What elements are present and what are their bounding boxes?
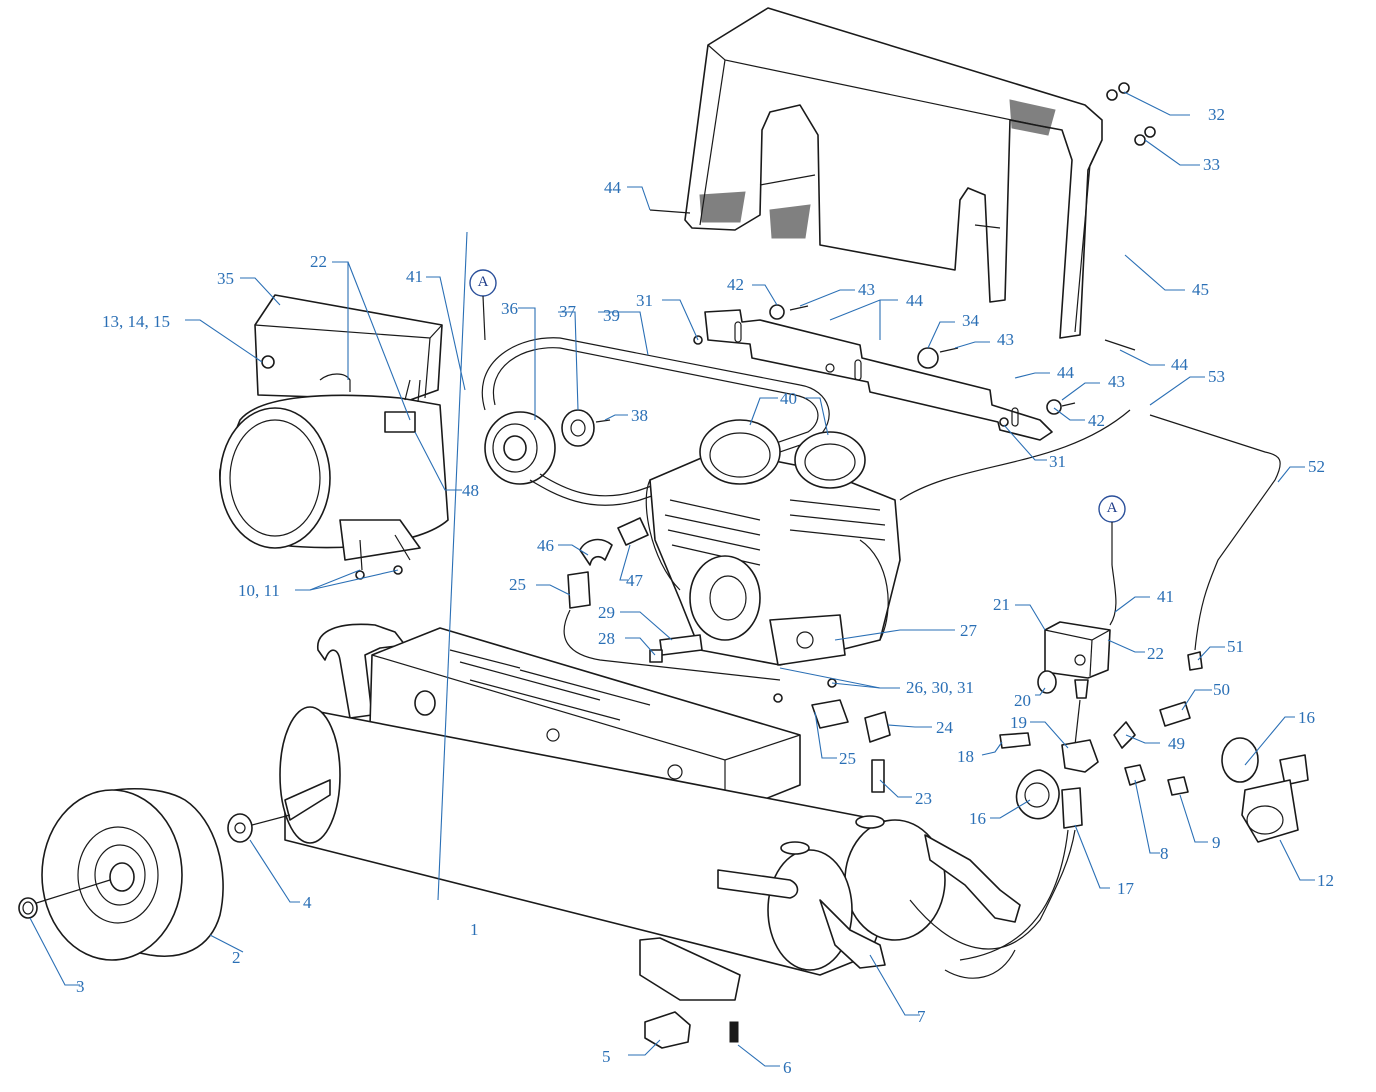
callout-46: 46	[537, 536, 554, 555]
callout-52: 52	[1308, 457, 1325, 476]
callout-24: 24	[936, 718, 953, 737]
callout-44-right: 44	[1171, 355, 1188, 374]
electric-motor	[219, 294, 449, 580]
callout-23: 23	[915, 789, 932, 808]
callout-2: 2	[232, 948, 241, 967]
connector-a-label-switch: A	[1106, 500, 1118, 516]
callout-43-mid: 43	[997, 330, 1014, 349]
motor-pulley	[484, 409, 611, 485]
tank-shroud	[317, 623, 801, 816]
callout-42-left: 42	[727, 275, 744, 294]
callout-44-bracket: 44	[906, 291, 923, 310]
callout-44-guard: 44	[604, 178, 621, 197]
leader-lines	[29, 91, 1315, 1067]
callout-37: 37	[559, 302, 576, 321]
callout-40: 40	[780, 389, 797, 408]
callout-25-tank: 25	[839, 749, 856, 768]
callout-31-left: 31	[636, 291, 653, 310]
callout-35: 35	[217, 269, 234, 288]
pressure-switch-assembly	[959, 414, 1281, 961]
connector-a-label-motor: A	[477, 274, 489, 290]
drain-parts	[644, 699, 891, 1049]
callout-29: 29	[598, 603, 615, 622]
callout-45: 45	[1192, 280, 1209, 299]
callout-47: 47	[626, 571, 643, 590]
callout-36: 36	[501, 299, 518, 318]
callout-25-pump: 25	[509, 575, 526, 594]
callout-41-switch: 41	[1157, 587, 1174, 606]
callout-39: 39	[603, 306, 620, 325]
guard-bracket	[704, 309, 1053, 441]
callout-10-11: 10, 11	[238, 581, 280, 600]
callout-44-lower: 44	[1057, 363, 1074, 382]
callout-5: 5	[602, 1047, 611, 1066]
callout-38: 38	[631, 406, 648, 425]
callout-7: 7	[917, 1007, 926, 1026]
callout-8: 8	[1160, 844, 1169, 863]
belt-guard	[684, 7, 1103, 339]
callout-16-gauge: 16	[969, 809, 986, 828]
callout-18: 18	[957, 747, 974, 766]
callout-21: 21	[993, 595, 1010, 614]
callout-50: 50	[1213, 680, 1230, 699]
callout-26-30-31: 26, 30, 31	[906, 678, 974, 697]
pump-fittings	[563, 517, 837, 703]
callout-9: 9	[1212, 833, 1221, 852]
air-pump	[645, 409, 1131, 666]
callout-43-top: 43	[858, 280, 875, 299]
callout-4: 4	[303, 893, 312, 912]
callout-17: 17	[1117, 879, 1134, 898]
callout-16-regulator: 16	[1298, 708, 1315, 727]
callout-43-right: 43	[1108, 372, 1125, 391]
callout-3: 3	[76, 977, 85, 996]
callout-51: 51	[1227, 637, 1244, 656]
callout-49: 49	[1168, 734, 1185, 753]
callout-33: 33	[1203, 155, 1220, 174]
callout-31-right: 31	[1049, 452, 1066, 471]
callout-20: 20	[1014, 691, 1031, 710]
callout-12: 12	[1317, 871, 1334, 890]
callout-28: 28	[598, 629, 615, 648]
callout-27: 27	[960, 621, 977, 640]
wheel-assembly	[18, 788, 291, 961]
callout-34: 34	[962, 311, 979, 330]
air-tank	[279, 706, 1076, 1001]
callout-48: 48	[462, 481, 479, 500]
callout-32: 32	[1208, 105, 1225, 124]
connector-a-marks	[469, 269, 1126, 565]
callout-1: 1	[470, 920, 479, 939]
callout-41-motor: 41	[406, 267, 423, 286]
callout-19: 19	[1010, 713, 1027, 732]
callout-6: 6	[783, 1058, 792, 1077]
callout-22-switch: 22	[1147, 644, 1164, 663]
drive-belt	[481, 337, 830, 506]
callout-42-right: 42	[1088, 411, 1105, 430]
regulator-assembly	[1221, 737, 1309, 843]
callout-13-14-15: 13, 14, 15	[102, 312, 170, 331]
callout-22-motor: 22	[310, 252, 327, 271]
callout-53: 53	[1208, 367, 1225, 386]
